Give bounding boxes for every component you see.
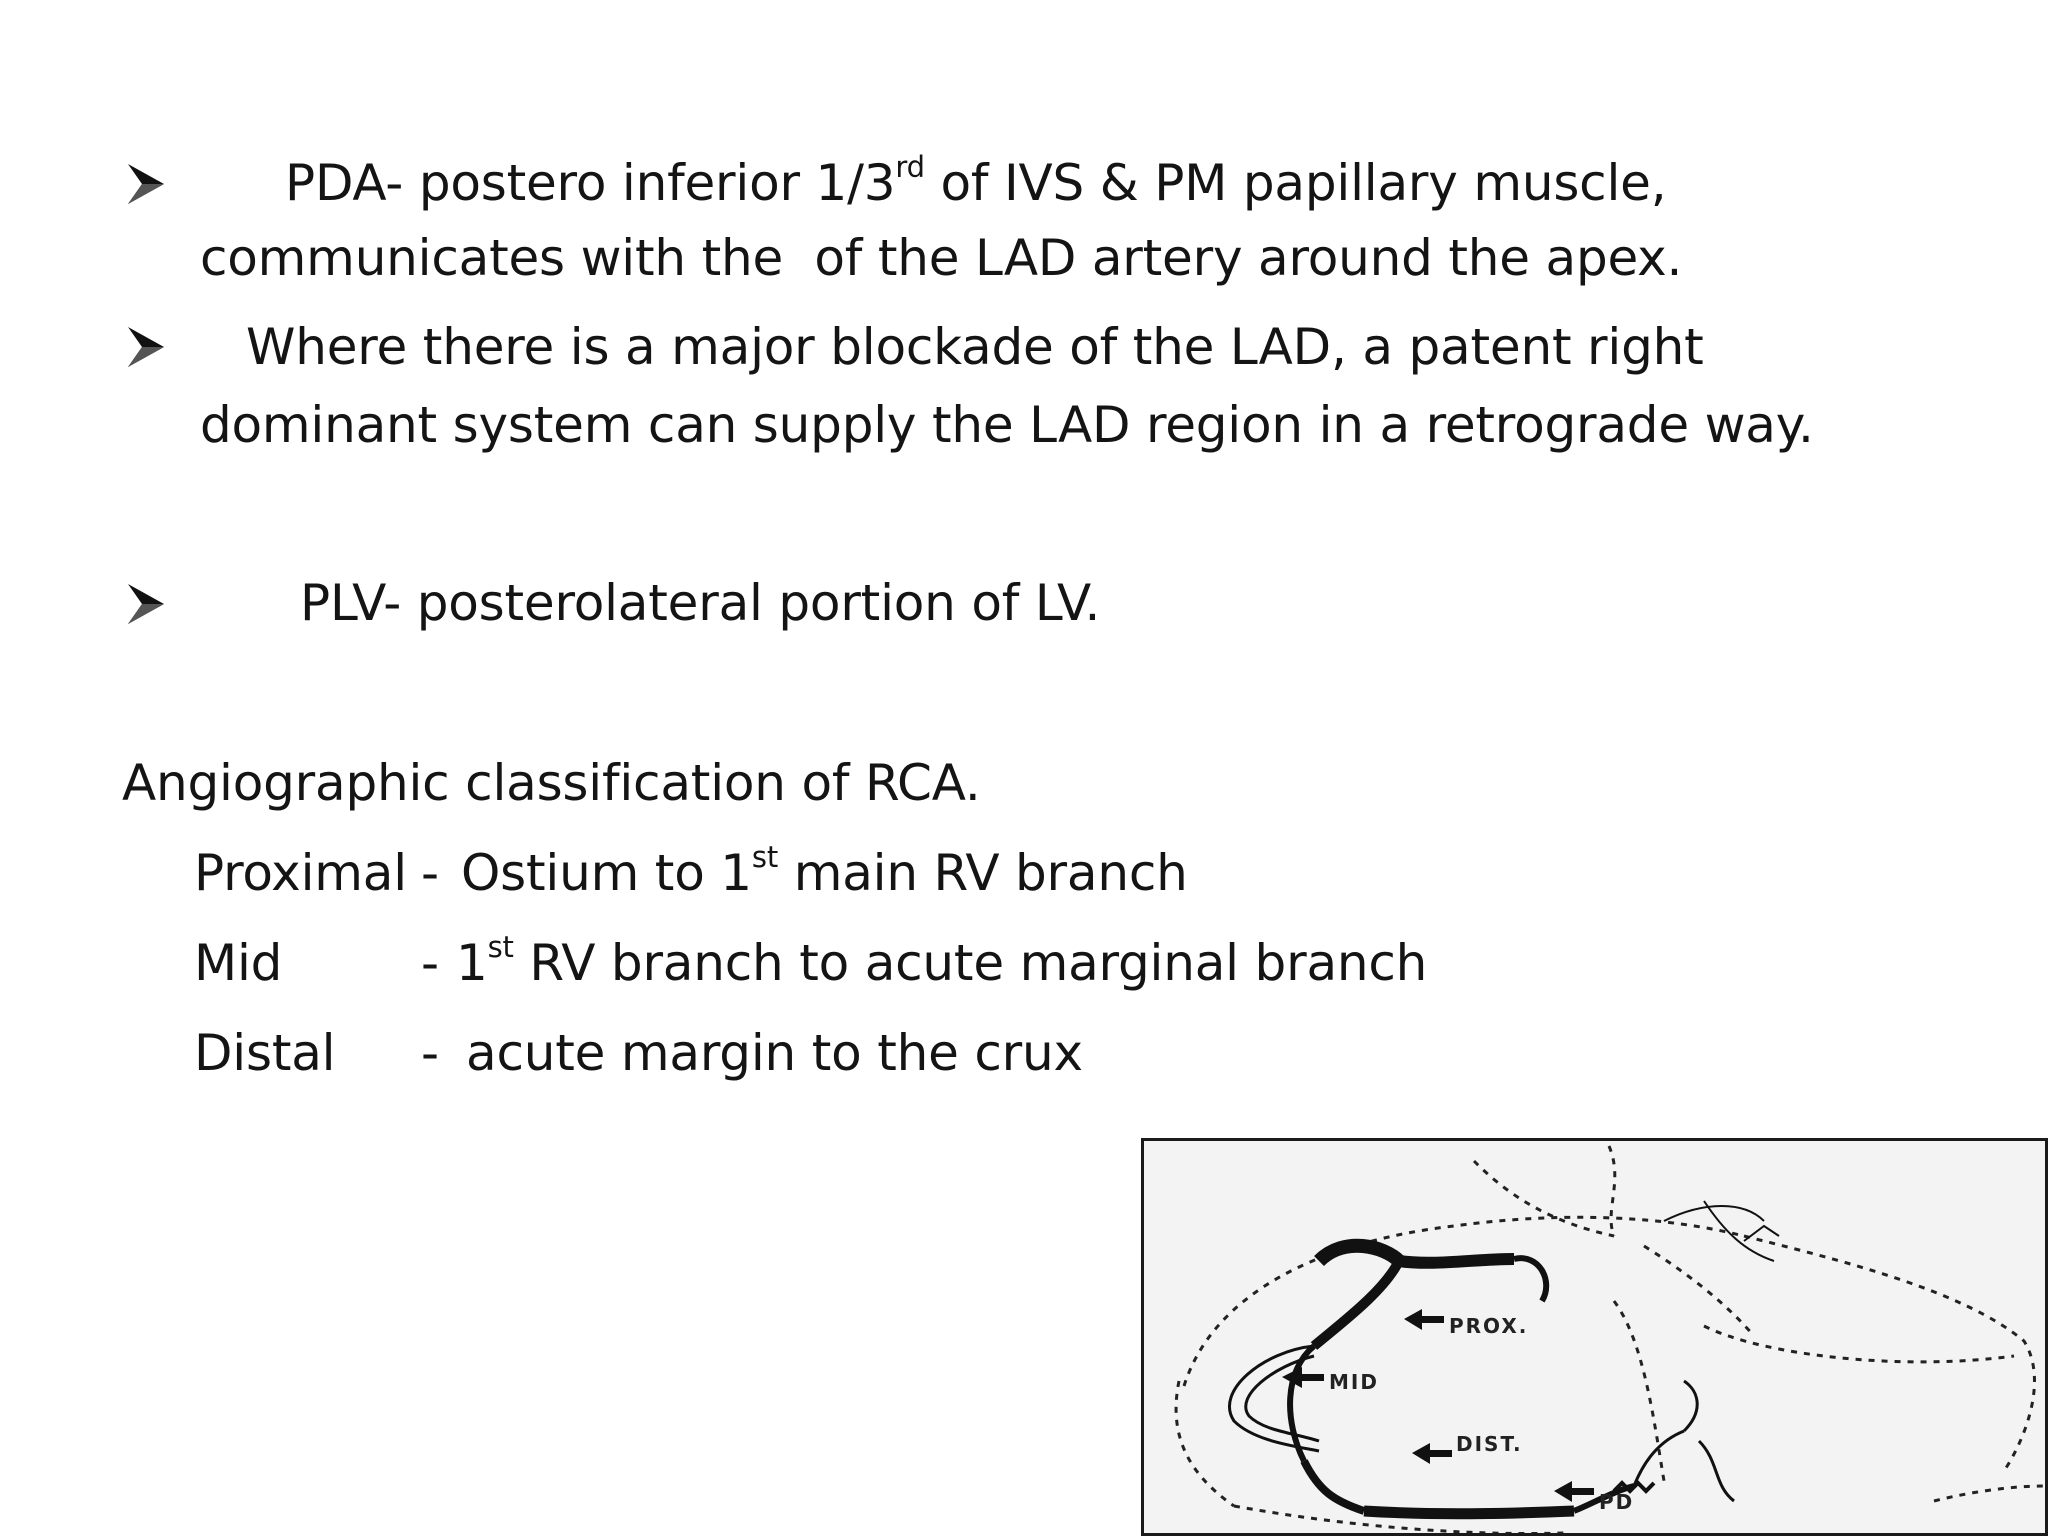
- rca-diagram-drawing: PROX. MID DIST. PD: [1174, 1145, 2045, 1533]
- heart-outline: [1174, 1145, 2045, 1533]
- segment-arrows: [1282, 1309, 1594, 1502]
- label-mid: MID: [1329, 1370, 1379, 1394]
- rca-vessel: [1227, 1200, 1780, 1520]
- rca-segment-diagram: PROX. MID DIST. PD: [1141, 1138, 2048, 1536]
- pd-arrow-icon: [1554, 1481, 1594, 1502]
- segment-description: acute margin to the crux: [466, 1024, 1083, 1082]
- bullet-1-line-1: PDA- postero inferior 1/3rd of IVS & PM …: [285, 150, 1667, 212]
- segment-separator: -: [421, 844, 439, 902]
- mid-arrow-icon: [1282, 1367, 1324, 1388]
- bullet-2-line-1: Where there is a major blockade of the L…: [246, 318, 1704, 376]
- segment-separator: -: [421, 1024, 439, 1082]
- bullet-2-line-2: dominant system can supply the LAD regio…: [200, 396, 1814, 454]
- segment-name: Proximal: [194, 844, 407, 902]
- segment-description: Ostium to 1st main RV branch: [461, 840, 1188, 902]
- segment-separator: -: [421, 934, 439, 992]
- prox-arrow-icon: [1404, 1309, 1444, 1330]
- segment-name: Mid: [194, 934, 283, 992]
- label-pd: PD: [1599, 1490, 1634, 1514]
- arrowhead-bullet-icon: [128, 164, 164, 204]
- arrowhead-bullet-icon: [128, 327, 164, 367]
- classification-heading: Angiographic classification of RCA.: [122, 754, 981, 812]
- label-prox: PROX.: [1449, 1314, 1528, 1338]
- arrowhead-bullet-icon: [128, 584, 164, 624]
- segment-description: 1st RV branch to acute marginal branch: [456, 930, 1428, 992]
- bullet-1-line-2: communicates with the of the LAD artery …: [200, 229, 1683, 287]
- dist-arrow-icon: [1412, 1443, 1452, 1464]
- label-dist: DIST.: [1456, 1432, 1523, 1456]
- bullet-3-line-1: PLV- posterolateral portion of LV.: [300, 574, 1101, 632]
- segment-name: Distal: [194, 1024, 336, 1082]
